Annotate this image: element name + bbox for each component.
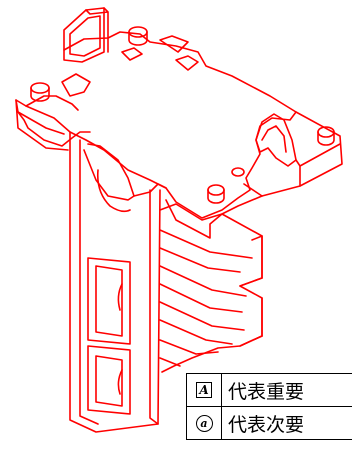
column-window-1-inner <box>95 265 123 337</box>
column-window-2 <box>87 345 131 415</box>
plate-slot-1 <box>159 35 189 53</box>
upper-tab-face <box>69 15 101 57</box>
column-window-2-inner <box>95 355 123 407</box>
upper-tab-lines <box>85 7 109 53</box>
plate-slot-2 <box>175 55 199 71</box>
fin-body-outline <box>159 203 263 373</box>
fin-3 <box>159 265 247 297</box>
legend-symbol-cell: a <box>187 407 222 439</box>
plate-notch <box>61 73 91 97</box>
column-top-lines <box>133 183 167 197</box>
right-block-lines <box>243 159 301 197</box>
legend-symbol-cell: A <box>187 374 222 406</box>
peg-3 <box>207 184 225 196</box>
fin-edges <box>239 277 263 347</box>
right-block-front <box>299 143 341 187</box>
plate-slot-3 <box>121 47 143 61</box>
peg-2 <box>30 82 50 94</box>
legend-label-secondary: 代表次要 <box>228 413 305 436</box>
plate-rim <box>17 111 65 135</box>
column-window-2-curve <box>117 369 123 395</box>
fin-8 <box>159 357 181 367</box>
legend-table: A 代表重要 a 代表次要 <box>186 373 352 440</box>
plate-left-front-face <box>25 95 79 111</box>
fin-6 <box>159 319 233 345</box>
column-inner-right <box>149 189 159 425</box>
column-window-1 <box>87 257 131 345</box>
column-top-curve <box>96 169 131 213</box>
peg-1 <box>128 26 148 38</box>
column-outline <box>69 131 161 433</box>
right-clip-inner <box>261 125 287 153</box>
fin-2 <box>159 247 241 273</box>
fin-5 <box>159 301 245 331</box>
legend-label-important: 代表重要 <box>228 380 305 403</box>
right-block <box>165 111 343 239</box>
fin-right-face <box>251 235 263 337</box>
important-symbol: A <box>196 382 212 398</box>
legend-row-important: A 代表重要 <box>187 374 352 407</box>
fin-7 <box>159 339 219 355</box>
legend-row-secondary: a 代表次要 <box>187 407 352 440</box>
column-window-1-curve <box>117 283 123 311</box>
fin-4 <box>159 283 243 313</box>
column-inner-left <box>79 139 99 425</box>
column-top-opening <box>83 143 135 201</box>
part-outline <box>15 7 343 433</box>
fin-1 <box>159 229 253 259</box>
plate-left-edge <box>15 99 69 151</box>
secondary-symbol: a <box>195 414 213 432</box>
peg-4 <box>231 167 245 177</box>
